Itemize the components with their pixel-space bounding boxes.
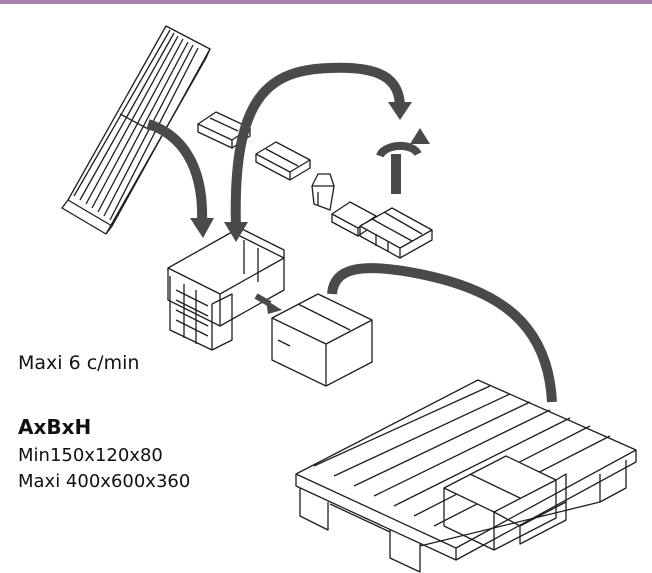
arrow-case-to-pallet <box>327 263 557 403</box>
arrow-products-to-erector <box>230 62 405 229</box>
arrowhead-products <box>224 222 248 242</box>
case-erector <box>167 223 285 351</box>
arrowhead-case <box>266 300 282 314</box>
dimensions-title: AxBxH <box>18 415 92 439</box>
filled-case <box>271 293 373 387</box>
flat-blanks-stack <box>61 25 211 235</box>
product-box-3 <box>311 173 335 211</box>
speed-label: Maxi 6 c/min <box>18 352 140 374</box>
dimensions-min: Min150x120x80 <box>18 445 163 466</box>
packaging-process-diagram <box>61 25 637 573</box>
arrow-blanks-to-erector <box>146 119 208 223</box>
product-box-group <box>359 207 433 259</box>
pallet-with-cases <box>295 379 637 573</box>
top-accent-bar <box>0 0 652 4</box>
arrowhead-drop <box>388 102 412 120</box>
product-box-2 <box>255 141 311 181</box>
dimensions-max: Maxi 400x600x360 <box>18 471 191 492</box>
arrowhead-rotate <box>410 128 430 144</box>
arrowhead-blanks <box>190 218 214 238</box>
